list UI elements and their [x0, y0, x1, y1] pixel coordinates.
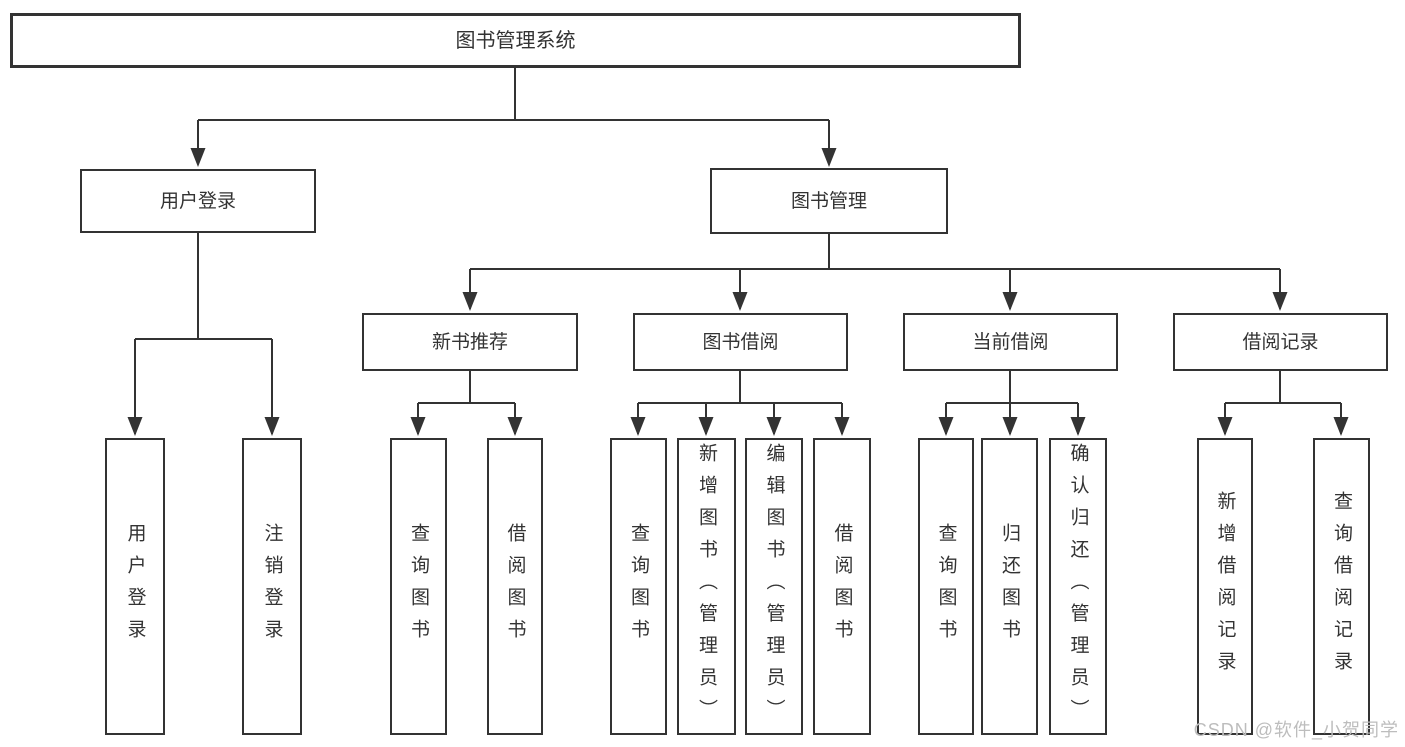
- node-label: 图书管理系统: [455, 29, 576, 52]
- node-label: 新增图书（管理员）: [696, 442, 717, 731]
- node-leaf-query-books-borrowing: 查询图书: [610, 438, 667, 735]
- node-label: 编辑图书（管理员）: [763, 442, 785, 731]
- node-label: 注销登录: [261, 522, 283, 651]
- node-label: 图书管理: [790, 190, 867, 212]
- node-leaf-borrow-books-recommend: 借阅图书: [487, 438, 543, 735]
- node-leaf-query-borrow-record: 查询借阅记录: [1313, 438, 1370, 735]
- node-leaf-return-book: 归还图书: [981, 438, 1038, 735]
- node-label: 当前借阅: [972, 331, 1049, 353]
- node-leaf-add-borrow-record: 新增借阅记录: [1197, 438, 1253, 735]
- node-leaf-user-login: 用户登录: [105, 438, 165, 735]
- node-leaf-add-book-admin: 新增图书（管理员）: [677, 438, 736, 735]
- node-label: 新书推荐: [431, 331, 508, 353]
- node-leaf-borrow-books: 借阅图书: [813, 438, 871, 735]
- node-book-borrowing: 图书借阅: [633, 313, 848, 371]
- node-leaf-edit-book-admin: 编辑图书（管理员）: [745, 438, 803, 735]
- node-label: 用户登录: [124, 522, 146, 651]
- node-new-book-recommend: 新书推荐: [362, 313, 578, 371]
- csdn-watermark: CSDN @软件_小贺同学: [1193, 720, 1399, 740]
- node-user-login-branch: 用户登录: [80, 169, 316, 233]
- node-label: 归还图书: [999, 522, 1020, 651]
- node-label: 查询图书: [408, 522, 429, 651]
- node-label: 用户登录: [159, 190, 236, 212]
- node-leaf-query-books-current: 查询图书: [918, 438, 974, 735]
- node-label: 确认归还（管理员）: [1067, 442, 1089, 731]
- node-label: 借阅图书: [831, 522, 853, 651]
- node-current-borrowing: 当前借阅: [903, 313, 1118, 371]
- node-book-management: 图书管理: [710, 168, 948, 234]
- node-label: 查询借阅记录: [1331, 490, 1352, 683]
- node-borrowing-records: 借阅记录: [1173, 313, 1388, 371]
- node-label: 查询图书: [935, 522, 957, 651]
- tree-connector-path: [134, 68, 1342, 434]
- node-label: 图书借阅: [702, 331, 779, 353]
- node-label: 查询图书: [628, 522, 649, 651]
- node-leaf-query-books-recommend: 查询图书: [390, 438, 447, 735]
- node-label: 借阅记录: [1242, 331, 1319, 353]
- node-label: 新增借阅记录: [1214, 490, 1236, 683]
- node-label: 借阅图书: [504, 522, 526, 651]
- node-leaf-logout: 注销登录: [242, 438, 302, 735]
- node-leaf-confirm-return-admin: 确认归还（管理员）: [1049, 438, 1107, 735]
- node-library-management-system: 图书管理系统: [10, 13, 1021, 68]
